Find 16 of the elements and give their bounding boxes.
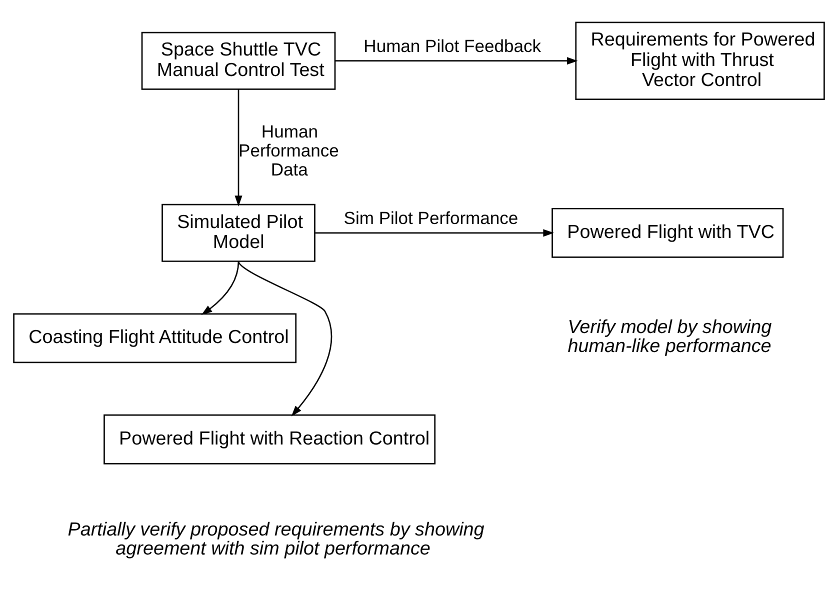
edge-label: Sim Pilot Performance — [344, 208, 518, 228]
arrow — [238, 260, 332, 416]
node-box: Powered Flight with TVC — [552, 207, 784, 258]
edge-label: Human Pilot Feedback — [364, 35, 542, 56]
arrow — [315, 228, 554, 236]
node-box: Coasting Flight Attitude Control — [13, 312, 297, 363]
node-label: Verify model by showing human-like performance — [568, 316, 772, 356]
edge-label: Human Performance Data — [238, 121, 339, 179]
node-box: Simulated Pilot Model — [162, 203, 316, 262]
node-box: Space Shuttle TVC Manual Control Test — [141, 31, 336, 90]
node-box: Requirements for Powered Flight with Thrust Vector Control — [575, 21, 825, 100]
label: Partially verify proposed requirements by showing agreement with sim pilot performance — [68, 518, 484, 559]
node-box: Powered Flight with Reaction Control — [104, 414, 436, 464]
arrow — [201, 260, 240, 314]
arrow — [335, 56, 578, 64]
arrow — [234, 88, 242, 206]
